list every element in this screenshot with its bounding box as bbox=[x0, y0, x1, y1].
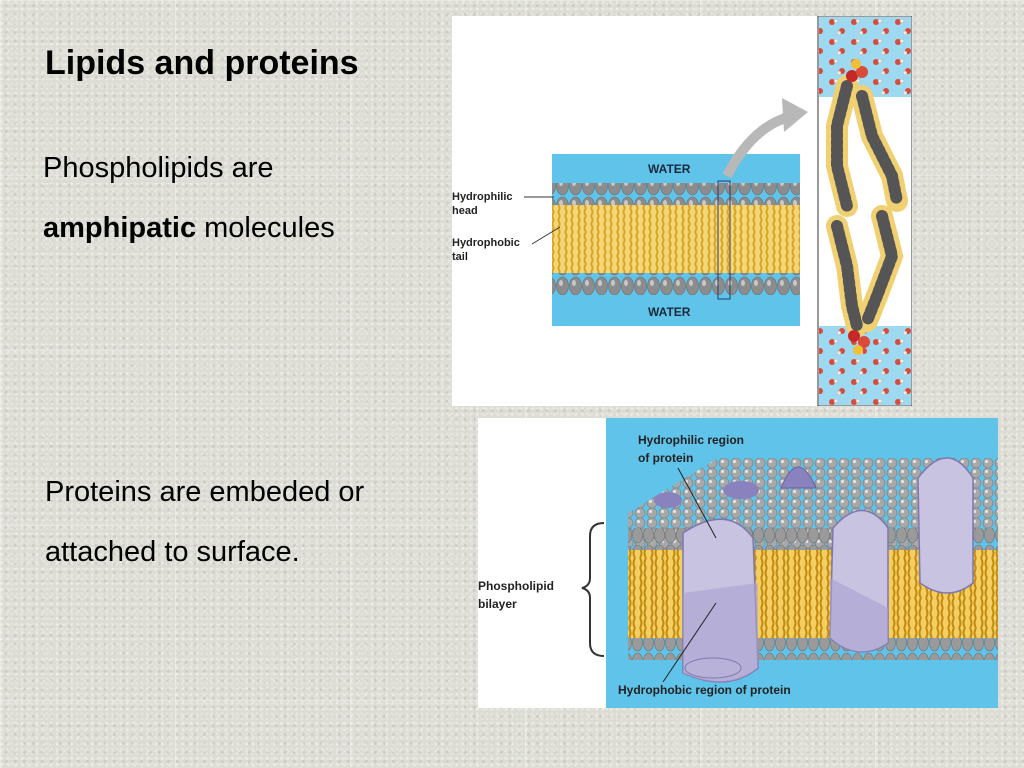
phospholipid-line-1: Phospholipids are bbox=[43, 152, 274, 184]
peripheral-protein-3 bbox=[654, 492, 682, 508]
bilayer-bracket bbox=[581, 522, 605, 657]
amphipatic-bold: amphipatic bbox=[43, 212, 197, 244]
protein-text: Proteins are embeded or attached to surf… bbox=[45, 462, 445, 582]
water-top-label: WATER bbox=[648, 162, 691, 176]
bilayer-label-1: Phospholipid bbox=[478, 579, 554, 593]
hydrophilic-region-label-2: of protein bbox=[638, 451, 693, 465]
protein-right bbox=[917, 457, 974, 594]
bilayer-label-2: bilayer bbox=[478, 597, 517, 611]
tail-label-1: Hydrophobic bbox=[452, 237, 520, 249]
phospholipid-line-2: amphipatic molecules bbox=[43, 198, 335, 258]
bilayer-diagram: WATER WATER Hydrophilic head Hydrophobic… bbox=[452, 15, 913, 407]
protein-line-1: Proteins are embeded or bbox=[45, 476, 365, 508]
hydrophilic-region-label-1: Hydrophilic region bbox=[638, 433, 744, 447]
tail-region bbox=[552, 205, 800, 273]
protein-left bbox=[682, 518, 759, 683]
zoom-arrowhead bbox=[782, 98, 808, 132]
head-label-2: head bbox=[452, 205, 478, 217]
protein-line-2: attached to surface. bbox=[45, 536, 300, 568]
head-label-1: Hydrophilic bbox=[452, 191, 513, 203]
selection-box bbox=[717, 180, 731, 300]
slide-title: Lipids and proteins bbox=[45, 44, 359, 82]
upper-heads bbox=[552, 183, 800, 205]
protein-middle bbox=[829, 509, 889, 653]
phospholipid-text: Phospholipids are amphipatic molecules bbox=[43, 138, 335, 258]
lower-heads bbox=[552, 273, 800, 295]
tail-label-2: tail bbox=[452, 251, 468, 263]
water-bottom-label: WATER bbox=[648, 305, 691, 319]
hydrophobic-region-label: Hydrophobic region of protein bbox=[618, 683, 791, 697]
peripheral-protein-2 bbox=[723, 481, 759, 499]
peripheral-protein-1 bbox=[780, 466, 817, 489]
molecules-word: molecules bbox=[196, 212, 335, 244]
lipid-upper-model bbox=[826, 59, 908, 217]
lipid-lower-model bbox=[826, 205, 904, 355]
membrane-protein-diagram: Hydrophilic region of protein Phospholip… bbox=[478, 418, 998, 708]
